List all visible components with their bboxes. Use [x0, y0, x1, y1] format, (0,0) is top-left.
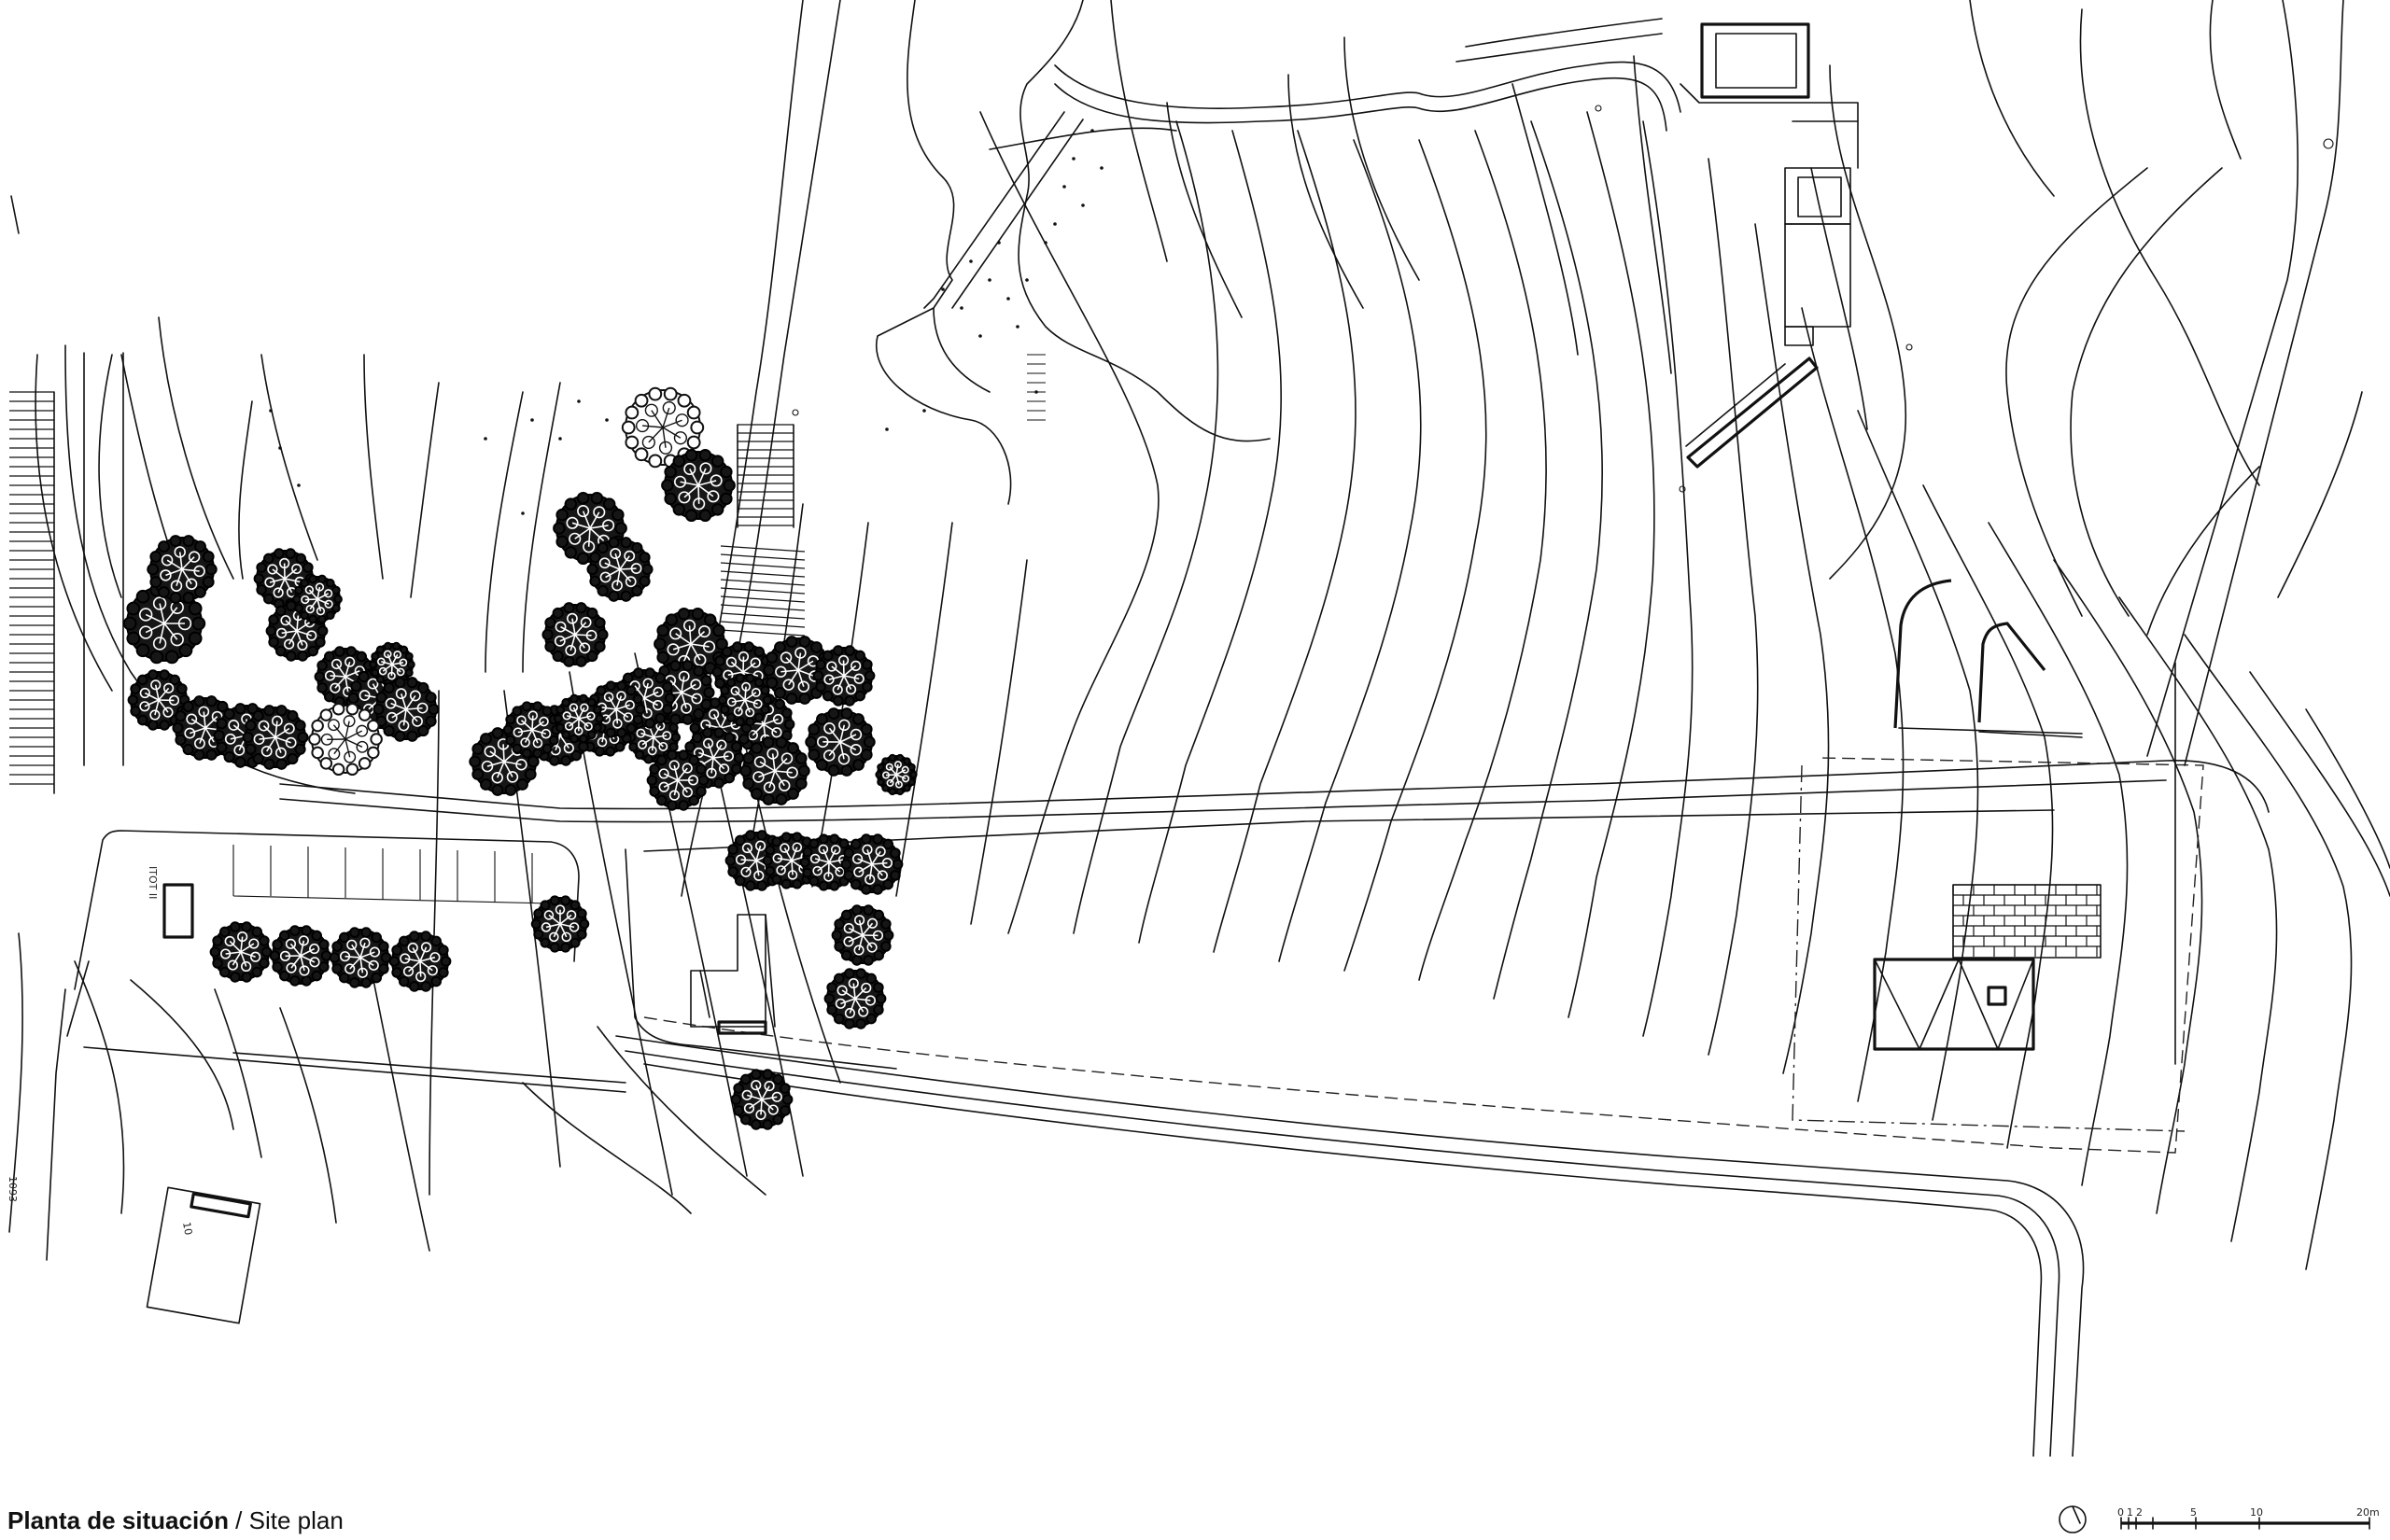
tree-icon — [805, 707, 876, 777]
tree-icon — [739, 736, 810, 805]
trees — [122, 386, 918, 1130]
tree-icon — [646, 749, 710, 811]
tree-icon — [388, 931, 452, 992]
tree-icon — [730, 1069, 794, 1130]
tree-icon — [147, 535, 218, 604]
caption-title-en: Site plan — [248, 1506, 344, 1534]
tree-icon — [554, 693, 604, 744]
tree-icon — [127, 669, 190, 731]
tree-icon — [308, 702, 383, 777]
hatched-terrace-left — [9, 391, 55, 794]
tree-icon — [717, 673, 773, 727]
tree-icon — [823, 968, 887, 1029]
scale-tick-1: 1 — [2127, 1506, 2133, 1519]
tree-icon — [812, 645, 876, 707]
scale-tick-10: 10 — [2250, 1506, 2263, 1519]
terrace-brick-pattern — [1952, 884, 2101, 957]
caption-separator: / — [228, 1506, 249, 1534]
legend: 0 1 2 5 10 20m — [2059, 1505, 2380, 1533]
structure-number: 10 — [180, 1221, 194, 1236]
contour-lines — [8, 0, 2390, 1270]
tree-icon — [502, 701, 562, 759]
elevation-label: 1093 — [7, 1176, 19, 1202]
scale-tick-2: 2 — [2136, 1506, 2143, 1519]
roads — [46, 0, 2344, 1457]
tree-icon — [242, 705, 309, 770]
scale-tick-5: 5 — [2190, 1506, 2197, 1519]
tree-icon — [292, 574, 343, 624]
tree-icon — [269, 925, 332, 987]
tree-icon — [586, 680, 646, 738]
tree-icon — [373, 677, 440, 742]
drawing-caption: Planta de situación / Site plan — [7, 1506, 344, 1535]
tree-icon — [586, 537, 654, 602]
tree-icon — [831, 904, 894, 966]
tree-icon — [209, 921, 273, 983]
tree-icon — [621, 386, 705, 469]
caption-title-es: Planta de situación — [7, 1506, 229, 1534]
parking-marker-label: ITOT II — [147, 866, 159, 899]
tree-icon — [530, 895, 590, 953]
scale-tick-0: 0 — [2117, 1506, 2124, 1519]
tree-icon — [875, 753, 918, 796]
north-arrow-icon — [2059, 1505, 2087, 1533]
scale-tick-20m: 20m — [2356, 1506, 2380, 1519]
structures: 10 ITOT II 1093 — [7, 22, 2334, 1324]
hatched-terrace-middle — [720, 424, 806, 637]
scale-bar: 0 1 2 5 10 20m — [2117, 1506, 2380, 1530]
tree-icon — [840, 833, 904, 895]
tree-icon — [329, 927, 392, 988]
tree-icon — [541, 602, 609, 667]
tree-icon — [661, 448, 736, 523]
